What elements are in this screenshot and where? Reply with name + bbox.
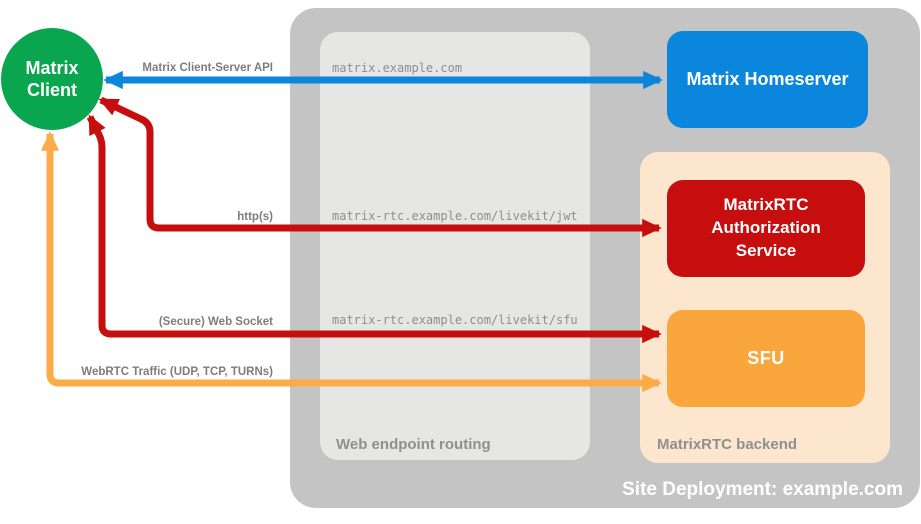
label-client-server-api: Matrix Client-Server API: [142, 62, 273, 74]
auth-service-box: MatrixRTC Authorization Service: [667, 180, 865, 277]
caption-site-deployment: Site Deployment: example.com: [622, 479, 903, 500]
label-webrtc-traffic: WebRTC Traffic (UDP, TCP, TURNs): [81, 366, 273, 378]
caption-web-endpoint-routing: Web endpoint routing: [336, 436, 491, 453]
matrix-client-label-line2: Client: [26, 80, 77, 100]
url-matrix-example: matrix.example.com: [332, 61, 463, 75]
url-livekit-jwt: matrix-rtc.example.com/livekit/jwt: [332, 209, 578, 223]
caption-matrixrtc-backend: MatrixRTC backend: [657, 436, 798, 453]
matrix-client-label-line1: Matrix: [25, 57, 79, 78]
sfu-box: SFU: [667, 310, 865, 407]
matrix-homeserver-box: Matrix Homeserver: [667, 31, 868, 128]
url-livekit-sfu: matrix-rtc.example.com/livekit/sfu: [332, 313, 578, 327]
matrix-client-circle: Matrix Client: [1, 28, 103, 130]
sfu-label: SFU: [747, 348, 785, 368]
auth-service-label: MatrixRTC Authorization Service: [711, 195, 821, 260]
label-web-socket: (Secure) Web Socket: [158, 316, 273, 328]
label-https: http(s): [237, 211, 273, 223]
matrix-homeserver-label: Matrix Homeserver: [686, 69, 849, 89]
web-endpoint-routing-box: [320, 32, 590, 460]
